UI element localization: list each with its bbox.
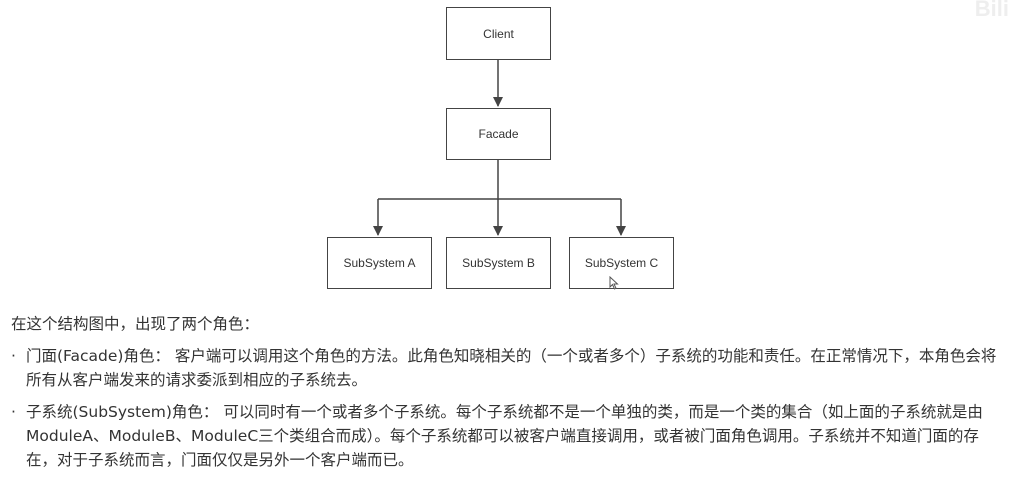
facade-box: Facade (446, 108, 551, 160)
list-item-subsystem-role: · 子系统(SubSystem)角色： 可以同时有一个或者多个子系统。每个子系统… (11, 400, 1001, 472)
role-list: · 门面(Facade)角色： 客户端可以调用这个角色的方法。此角色知晓相关的（… (11, 344, 1001, 472)
intro-text: 在这个结构图中，出现了两个角色： (11, 315, 260, 333)
subsystem-role-text: 子系统(SubSystem)角色： 可以同时有一个或者多个子系统。每个子系统都不… (26, 403, 983, 469)
subsystem-c-box: SubSystem C (569, 237, 674, 289)
description-section: 在这个结构图中，出现了两个角色： · 门面(Facade)角色： 客户端可以调用… (11, 312, 1001, 480)
subsystem-a-box: SubSystem A (327, 237, 432, 289)
bullet-marker: · (11, 347, 16, 365)
list-item-facade-role: · 门面(Facade)角色： 客户端可以调用这个角色的方法。此角色知晓相关的（… (11, 344, 1001, 392)
bullet-marker: · (11, 403, 16, 421)
subsystem-b-box: SubSystem B (446, 237, 551, 289)
mouse-pointer-icon (609, 276, 619, 290)
diagram-connectors (373, 60, 626, 236)
facade-role-text: 门面(Facade)角色： 客户端可以调用这个角色的方法。此角色知晓相关的（一个… (26, 347, 997, 389)
client-box: Client (446, 7, 551, 60)
watermark-logo: Bili (974, 0, 1009, 21)
structure-diagram: Client Facade SubSystem A SubSystem B Su… (327, 0, 1009, 290)
